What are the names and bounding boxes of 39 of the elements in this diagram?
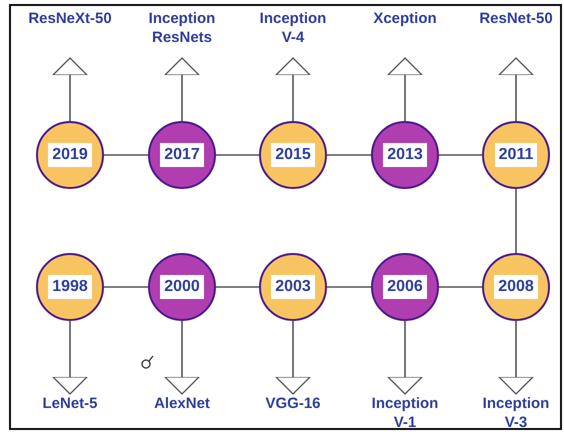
year-label: 2006 [383, 275, 427, 299]
connector-line [515, 189, 517, 253]
model-name: Inception ResNets [148, 9, 216, 47]
year-label: 1998 [48, 275, 92, 299]
arrow [387, 321, 423, 395]
arrow [498, 57, 534, 121]
connector-line [327, 286, 371, 288]
year-label: 2013 [383, 143, 427, 167]
arrow [275, 57, 311, 121]
model-name: Xception [373, 9, 437, 28]
arrow [387, 57, 423, 121]
arrow [52, 57, 88, 121]
year-label: 2015 [271, 143, 315, 167]
arrow [52, 321, 88, 395]
arrow [164, 321, 200, 395]
connector-line [327, 154, 371, 156]
arrow [275, 321, 311, 395]
year-label: 2003 [271, 275, 315, 299]
model-name: ResNet-50 [479, 9, 553, 28]
arrow [164, 57, 200, 121]
arrow [498, 321, 534, 395]
connector-line [439, 154, 482, 156]
model-name: VGG-16 [265, 394, 321, 413]
model-name: ResNeXt-50 [28, 9, 112, 28]
model-name: Inception V-4 [258, 9, 328, 47]
connector-line [104, 286, 148, 288]
model-name: AlexNet [154, 394, 210, 413]
year-label: 2008 [494, 275, 538, 299]
model-name: Inception V-3 [482, 394, 550, 432]
year-label: 2017 [160, 143, 204, 167]
year-label: 2011 [494, 143, 538, 167]
model-name: LeNet-5 [42, 394, 98, 413]
year-label: 2000 [160, 275, 204, 299]
year-label: 2019 [48, 143, 92, 167]
connector-line [216, 154, 259, 156]
connector-line [439, 286, 482, 288]
connector-line [216, 286, 259, 288]
connector-line [104, 154, 148, 156]
model-name: Inception V-1 [370, 394, 440, 432]
